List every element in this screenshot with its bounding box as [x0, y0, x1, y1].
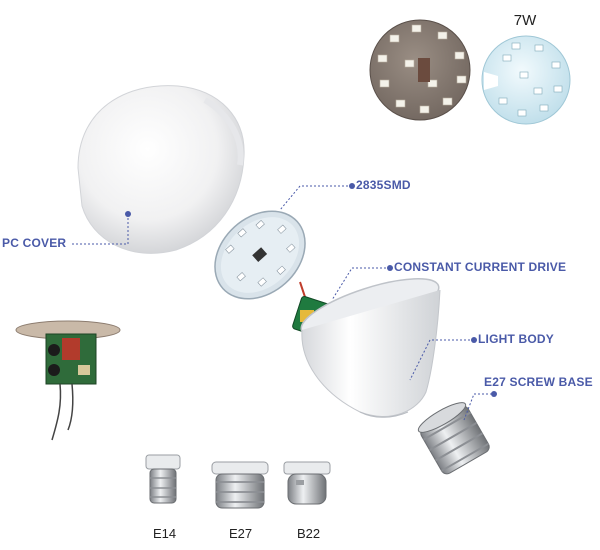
driver-board-photo [15, 320, 121, 441]
label-2835smd: 2835SMD [356, 178, 411, 192]
label-pc-cover: PC COVER [2, 236, 67, 250]
e27-screw-base-part [417, 402, 490, 475]
tilted-led-disc [214, 210, 306, 300]
e27-base [211, 461, 269, 509]
label-constant-current-drive: CONSTANT CURRENT DRIVE [394, 260, 567, 274]
led-board-back-photo [369, 19, 471, 121]
caption-b22: B22 [297, 526, 321, 541]
light-body [300, 277, 441, 418]
caption-e27: E27 [229, 526, 253, 541]
b22-base [283, 461, 331, 505]
callout-dots [125, 183, 497, 397]
caption-e14: E14 [153, 526, 177, 541]
led-board-front-photo [481, 35, 571, 125]
label-light-body: LIGHT BODY [478, 332, 554, 346]
label-e27-screw-base: E27 SCREW BASE [484, 375, 593, 389]
wattage-label: 7W [514, 12, 537, 29]
callout-lines [72, 185, 492, 421]
e14-base [145, 454, 181, 504]
pc-cover-dome [77, 85, 245, 254]
